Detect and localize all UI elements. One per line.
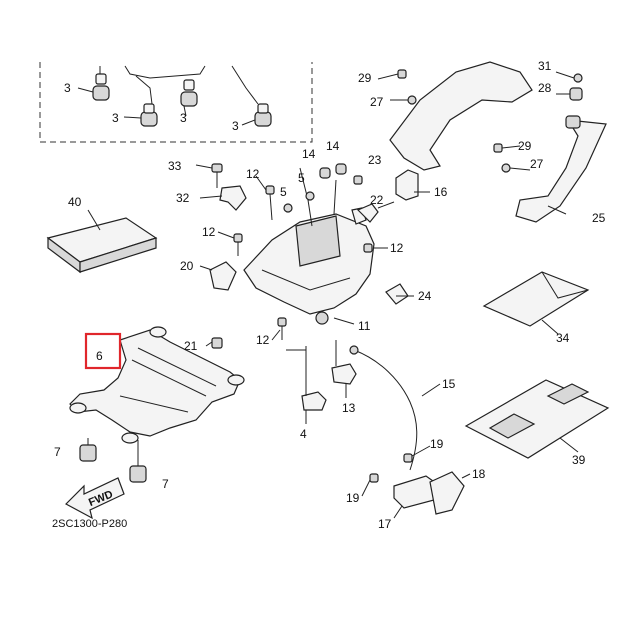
callout-7-b: 7	[162, 477, 169, 491]
callout-40: 40	[68, 195, 82, 209]
bolt-part-19-b	[369, 473, 379, 483]
collar-part-28	[569, 87, 583, 101]
callout-5-a: 5	[280, 185, 287, 199]
callout-13: 13	[342, 401, 356, 415]
bolt-part-19-a	[403, 453, 413, 463]
callout-33: 33	[168, 159, 182, 173]
callout-31: 31	[538, 59, 552, 73]
callout-12-a: 12	[246, 167, 260, 181]
callout-27-b: 27	[530, 157, 544, 171]
latch-part-4	[301, 391, 327, 411]
damper-part-7-a	[79, 444, 97, 462]
callout-39: 39	[572, 453, 586, 467]
washer-part-27-b	[501, 163, 511, 173]
manual-part-40	[46, 209, 158, 274]
callout-16: 16	[434, 185, 448, 199]
callout-4: 4	[300, 427, 307, 441]
center-plate-part-11	[243, 167, 375, 325]
bolt-part-12-bottom	[277, 317, 287, 340]
callout-34: 34	[556, 331, 570, 345]
callout-22: 22	[370, 193, 384, 207]
bolt-part-29-a	[397, 69, 407, 79]
callout-18: 18	[472, 467, 486, 481]
callout-3-b: 3	[112, 111, 119, 125]
bolt-part-33	[211, 163, 223, 188]
callout-12-d: 12	[256, 333, 270, 347]
nut-part-31	[573, 73, 583, 83]
cable-part-15	[349, 345, 418, 471]
callout-23: 23	[368, 153, 382, 167]
cover-part-16	[395, 169, 419, 201]
callout-15: 15	[442, 377, 456, 391]
callout-27-a: 27	[370, 95, 384, 109]
highlight-box	[84, 332, 122, 370]
fwd-arrow: FWD	[65, 477, 125, 520]
collar-part-14-a	[319, 167, 331, 179]
callout-21: 21	[184, 339, 198, 353]
bracket-frame-part-6	[69, 326, 245, 444]
washer-part-5-b	[305, 191, 315, 201]
collar-part-14-b	[335, 163, 347, 175]
bracket-part-20	[209, 261, 237, 291]
callout-6: 6	[96, 349, 103, 363]
tab-part-24	[385, 283, 409, 305]
grommet-part-3-b	[140, 103, 158, 127]
envelope-part-34	[482, 271, 590, 327]
damper-part-7-b	[129, 465, 147, 483]
screw-part-23	[353, 175, 363, 185]
bolt-part-12-right	[363, 243, 373, 253]
bolt-part-29-b	[493, 143, 503, 153]
callout-25: 25	[592, 211, 606, 225]
washer-part-5-a	[283, 203, 293, 213]
clip-part-32	[219, 185, 247, 211]
callout-7-a: 7	[54, 445, 61, 459]
washer-part-27-a	[407, 95, 417, 105]
callout-19-a: 19	[430, 437, 444, 451]
callout-29-a: 29	[358, 71, 372, 85]
drawing-code: 2SC1300-P280	[52, 518, 127, 530]
callout-3-d: 3	[232, 119, 239, 133]
bracket-part-18	[429, 471, 465, 515]
callout-5-b: 5	[298, 171, 305, 185]
callout-20: 20	[180, 259, 194, 273]
bolt-part-21	[211, 337, 223, 349]
callout-19-b: 19	[346, 491, 360, 505]
inset-box	[39, 62, 313, 143]
callout-3-c: 3	[180, 111, 187, 125]
callout-17: 17	[378, 517, 392, 531]
callout-14-a: 14	[302, 147, 316, 161]
callout-3-a: 3	[64, 81, 71, 95]
grommet-part-3-c	[180, 79, 198, 107]
bracket-part-25	[515, 115, 607, 223]
hinge-bracket-top	[389, 61, 533, 171]
callout-12-b: 12	[202, 225, 216, 239]
pouch-part-39	[464, 379, 610, 459]
callout-14-b: 14	[326, 139, 340, 153]
callout-11: 11	[358, 319, 371, 333]
callout-29-b: 29	[518, 139, 532, 153]
grommet-part-3-a	[92, 73, 110, 101]
callout-labels: 3 3 3 3 4 5 5 6 7 7 11 12 12 12 12 13 14…	[54, 59, 606, 531]
callout-24: 24	[418, 289, 432, 303]
bolt-part-12-left	[233, 233, 243, 256]
callout-32: 32	[176, 191, 190, 205]
clamp-part-22	[356, 203, 379, 223]
callout-28: 28	[538, 81, 552, 95]
grommet-part-3-d	[254, 103, 272, 127]
latch-part-13	[331, 363, 357, 385]
callout-12-c: 12	[390, 241, 404, 255]
leader-lines	[77, 71, 579, 519]
bolt-part-12-top	[265, 185, 275, 221]
